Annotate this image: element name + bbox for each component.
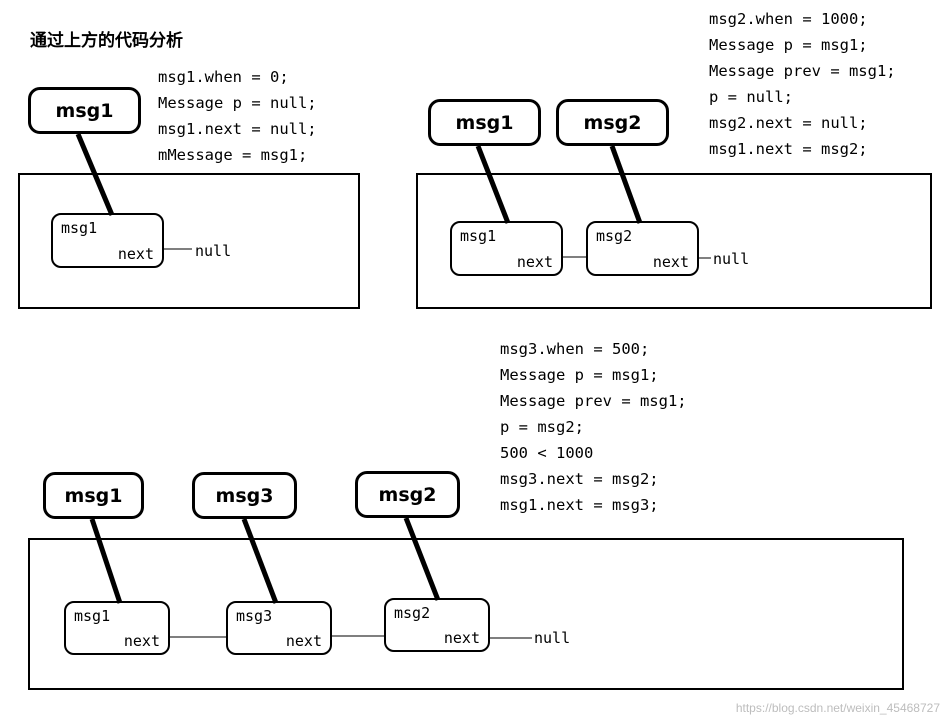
- node-next-label: next: [285, 632, 322, 650]
- node-label: msg1: [460, 227, 497, 245]
- diagram2-tag-msg1: msg1: [428, 99, 541, 146]
- diagram2-node-msg2: msg2 next: [586, 221, 699, 276]
- diagram2-null-terminator: null: [713, 250, 750, 268]
- diagram3-tag-msg2: msg2: [355, 471, 460, 518]
- node-label: msg1: [61, 219, 98, 237]
- tag-label: msg1: [64, 484, 123, 507]
- code-block-2: msg2.when = 1000; Message p = msg1; Mess…: [709, 10, 896, 158]
- diagram2-tag-msg2: msg2: [556, 99, 669, 146]
- diagram3-node-msg1: msg1 next: [64, 601, 170, 655]
- node-next-label: next: [652, 253, 689, 271]
- node-next-label: next: [516, 253, 553, 271]
- diagram1-null-terminator: null: [195, 242, 232, 260]
- node-next-label: next: [123, 632, 160, 650]
- node-label: msg1: [74, 607, 111, 625]
- code-block-1: msg1.when = 0; Message p = null; msg1.ne…: [158, 68, 317, 164]
- page-title: 通过上方的代码分析: [30, 31, 183, 51]
- tag-label: msg1: [55, 99, 114, 122]
- diagram3-tag-msg3: msg3: [192, 472, 297, 519]
- tag-label: msg1: [455, 111, 514, 134]
- node-label: msg2: [394, 604, 431, 622]
- diagram1-tag-msg1: msg1: [28, 87, 141, 134]
- tag-label: msg3: [215, 484, 274, 507]
- tag-label: msg2: [583, 111, 642, 134]
- code-block-3: msg3.when = 500; Message p = msg1; Messa…: [500, 340, 687, 514]
- watermark-text: https://blog.csdn.net/weixin_45468727: [735, 701, 940, 715]
- tag-label: msg2: [378, 483, 437, 506]
- diagram2-node-msg1: msg1 next: [450, 221, 563, 276]
- diagram3-node-msg3: msg3 next: [226, 601, 332, 655]
- node-label: msg3: [236, 607, 273, 625]
- diagram3-node-msg2: msg2 next: [384, 598, 490, 652]
- node-label: msg2: [596, 227, 633, 245]
- diagram3-null-terminator: null: [534, 629, 571, 647]
- node-next-label: next: [117, 245, 154, 263]
- diagram1-node-msg1: msg1 next: [51, 213, 164, 268]
- node-next-label: next: [443, 629, 480, 647]
- diagram3-tag-msg1: msg1: [43, 472, 144, 519]
